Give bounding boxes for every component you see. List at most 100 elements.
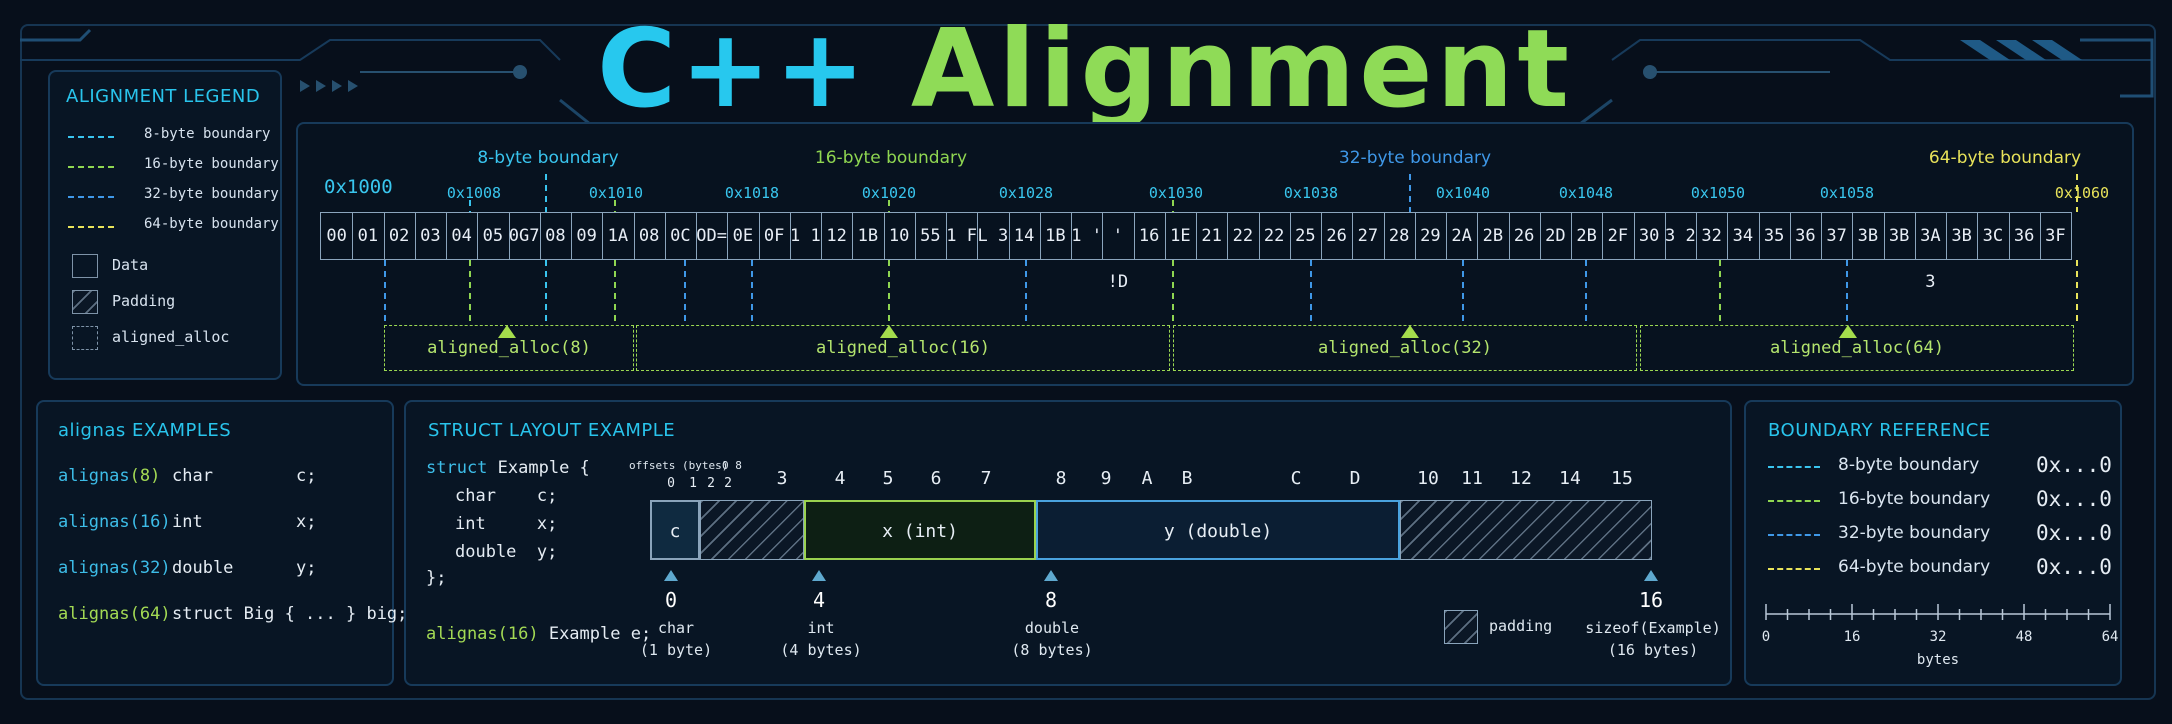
ref-label-8: 8-byte boundary [1838, 455, 1980, 475]
alignment-legend-panel: ALIGNMENT LEGEND 8-byte boundary 16-byte… [48, 70, 282, 380]
legend-label-16: 16-byte boundary [144, 156, 279, 172]
memory-byte-cell: 03 [415, 213, 447, 259]
memory-byte-cell: 14 [1009, 213, 1041, 259]
struct-offset-label: 2 [724, 476, 732, 491]
alignas-title: alignas EXAMPLES [58, 420, 232, 441]
alignas-type-3: double [172, 558, 234, 578]
memory-byte-cell: 0E [727, 213, 760, 259]
memory-byte-cell: 1 1 [790, 213, 822, 259]
scale-tick-16: 16 [1843, 629, 1861, 645]
memory-byte-cell: 12 [821, 213, 854, 259]
memory-byte-cell: 2A [1446, 213, 1479, 259]
legend-label-8: 8-byte boundary [144, 126, 271, 142]
memory-byte-cell: 1B [852, 213, 885, 259]
struct-offset-label: B [1181, 468, 1193, 489]
marker-16-number: 16 [1638, 588, 1664, 612]
ref-label-32: 32-byte boundary [1838, 523, 1991, 543]
memory-byte-cell: 55 [915, 213, 947, 259]
addr-0x1008: 0x1008 [446, 184, 502, 202]
ref-value-8: 0x...0 [2036, 453, 2112, 477]
struct-offset-label: 8 [1055, 468, 1067, 489]
struct-offset-label: 9 [1100, 468, 1112, 489]
struct-keyword: struct [426, 458, 488, 478]
memory-byte-cell: 1E [1165, 213, 1197, 259]
legend-line-16 [68, 166, 114, 168]
addr-0x1010: 0x1010 [588, 184, 644, 202]
struct-offset-label: 6 [930, 468, 942, 489]
segment-x-int: x (int) [804, 500, 1036, 560]
memory-byte-cell: 35 [1759, 213, 1791, 259]
memory-byte-cell: 05 [477, 213, 510, 259]
legend-line-8 [68, 136, 114, 138]
memory-byte-cell: 2B [1571, 213, 1604, 259]
marker-8-desc: double (8 bytes) [1011, 619, 1093, 659]
addr-0x1028: 0x1028 [998, 184, 1054, 202]
addr-0x1058: 0x1058 [1819, 184, 1875, 202]
memory-byte-cell: 01 [352, 213, 385, 259]
memory-byte-cell: 16 [1134, 213, 1166, 259]
memory-byte-cell: 36 [1790, 213, 1822, 259]
legend-line-32 [68, 196, 114, 198]
marker-4-desc: int (4 bytes) [780, 619, 862, 659]
alignas-examples-panel: alignas EXAMPLES alignas(8) char c; alig… [36, 400, 407, 686]
struct-offset-label: 2 [707, 476, 715, 491]
legend-aligned-alloc-label: aligned_alloc [112, 328, 230, 346]
segment-padding-2 [1400, 500, 1652, 560]
memory-byte-cell: 36 [2009, 213, 2041, 259]
alignas-row-4: alignas(64) [58, 604, 171, 624]
alignas-row-2: alignas(16) [58, 512, 171, 532]
ref-value-64: 0x...0 [2036, 555, 2112, 579]
alignas-arg-2: (16) [129, 512, 171, 532]
struct-title: STRUCT LAYOUT EXAMPLE [428, 420, 676, 441]
alignas-row-3: alignas(32) [58, 558, 171, 578]
struct-offset-label: C [1290, 468, 1302, 489]
alignas-type-1: char [172, 466, 213, 486]
padding-key-swatch [1444, 610, 1478, 644]
boundary-label-32: 32-byte boundary [1338, 148, 1492, 168]
struct-offset-label: 12 [1510, 468, 1532, 489]
decl-rest: Example e; [538, 624, 652, 644]
legend-label-32: 32-byte boundary [144, 186, 279, 202]
memory-byte-cell: 3 2 [1665, 213, 1697, 259]
alloc-32-pointer [1401, 325, 1419, 338]
memory-byte-cell: 2D [1540, 213, 1572, 259]
marker-0-desc: char (1 byte) [639, 619, 713, 659]
marker-16-desc: sizeof(Example) (16 bytes) [1585, 619, 1721, 659]
memory-byte-cell: 02 [384, 213, 416, 259]
addr-0x1060: 0x1060 [2054, 184, 2110, 202]
memory-byte-cell: 3C [1977, 213, 2010, 259]
marker-0-number: 0 [664, 588, 678, 612]
alloc-16-pointer [880, 325, 898, 338]
alignas-kw-2: alignas [58, 512, 130, 532]
page-title: C++ Alignment [580, 10, 1590, 130]
base-address: 0x1000 [324, 176, 393, 198]
addr-0x1020: 0x1020 [861, 184, 917, 202]
legend-padding-label: Padding [112, 292, 176, 310]
ref-label-16: 16-byte boundary [1838, 489, 1991, 509]
title-cpp: C++ [597, 7, 870, 132]
ref-line-64 [1768, 568, 1820, 570]
struct-offset-label: 4 [834, 468, 846, 489]
alignas-type-2: int [172, 512, 203, 532]
addr-0x1050: 0x1050 [1690, 184, 1746, 202]
struct-code-head: struct Example { [426, 458, 590, 478]
memory-byte-cell: 22 [1227, 213, 1260, 259]
boundary-reference-panel: BOUNDARY REFERENCE 8-byte boundary 0x...… [1744, 400, 2122, 686]
struct-offset-label: 14 [1559, 468, 1581, 489]
struct-offset-label: 5 [882, 468, 894, 489]
memory-byte-cell: 25 [1290, 213, 1322, 259]
memory-byte-cell: 28 [1384, 213, 1416, 259]
offsets-caption: offsets (bytes) [629, 459, 729, 472]
ref-value-16: 0x...0 [2036, 487, 2112, 511]
struct-offset-label: 7 [980, 468, 992, 489]
addr-0x1040: 0x1040 [1435, 184, 1491, 202]
memory-byte-cell: 0G7 [509, 213, 541, 259]
memory-byte-cell: 1 F [946, 213, 979, 259]
alignas-arg-4: (64) [129, 604, 171, 624]
padding-key-label: padding [1489, 617, 1553, 635]
memory-byte-cell: L 3 [977, 213, 1010, 259]
memory-byte-cell: OD= [696, 213, 729, 259]
struct-offset-label: 15 [1611, 468, 1633, 489]
